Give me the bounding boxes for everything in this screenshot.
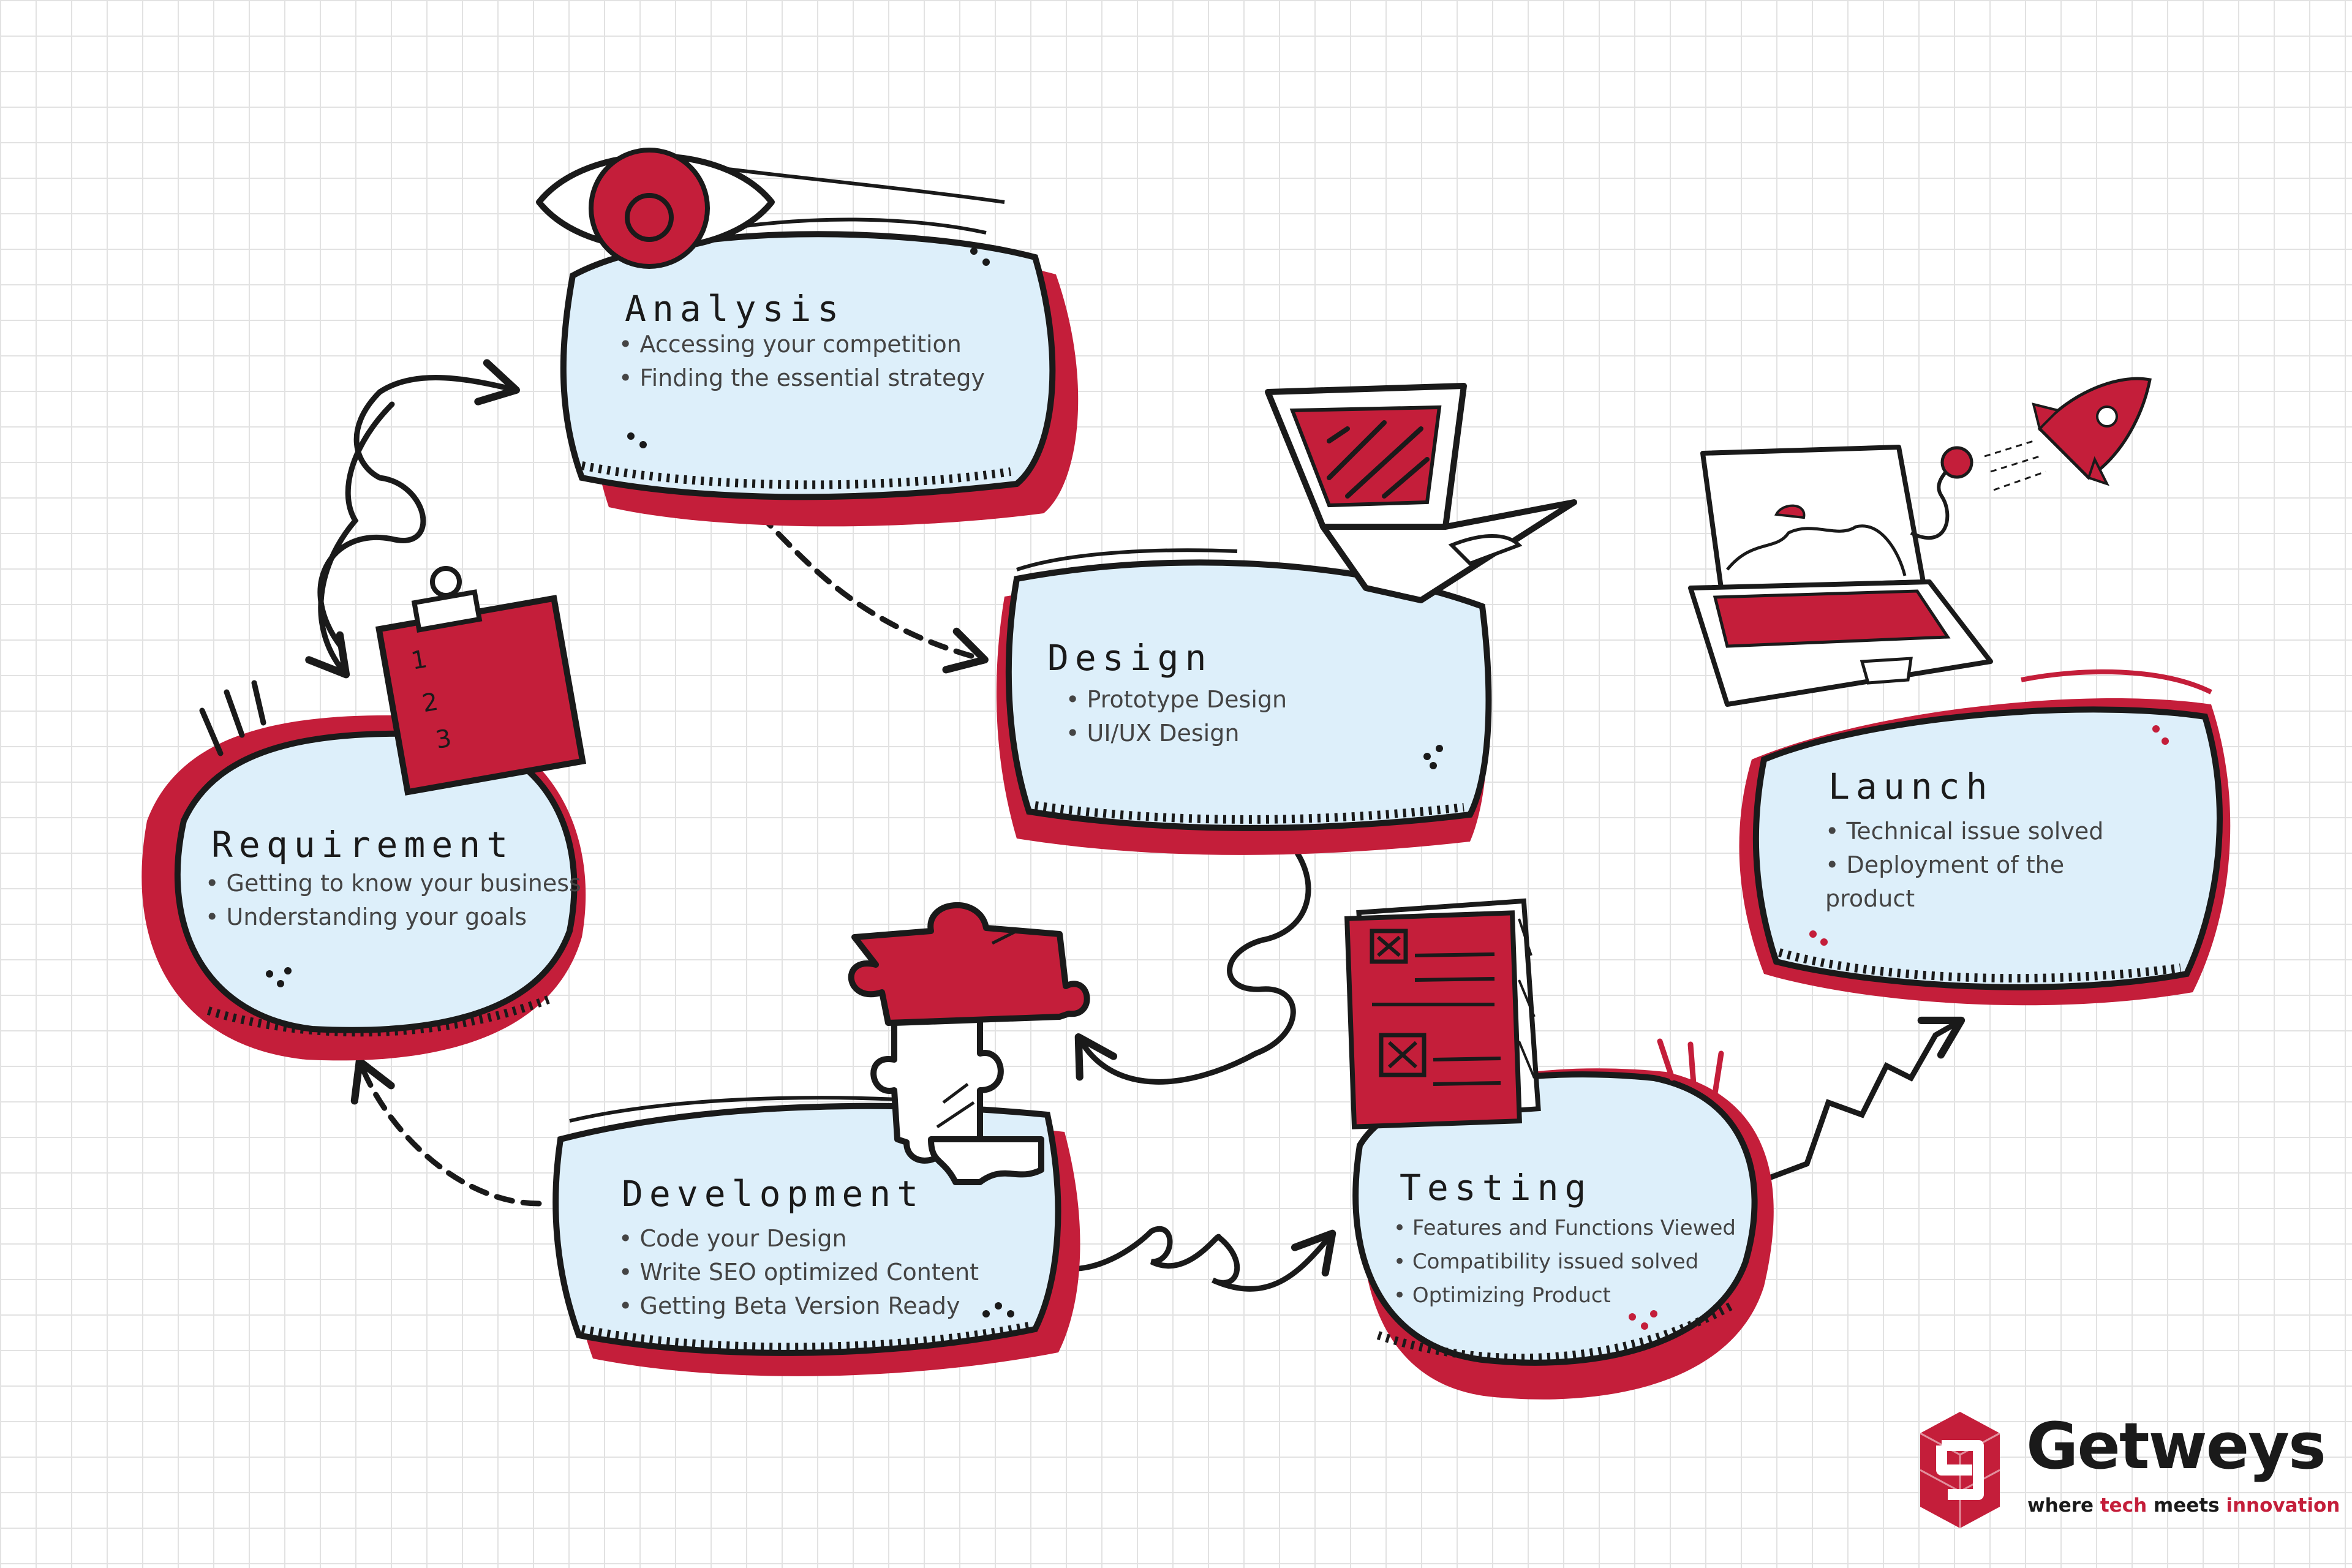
arrow-development-to-requirement (350, 1057, 542, 1207)
launch-bullet: Deployment of the product (1825, 848, 2144, 916)
tagline-part: meets (2147, 1494, 2226, 1517)
testing-title: Testing (1400, 1167, 1593, 1208)
eye-icon (536, 148, 1005, 269)
development-bullet: Write SEO optimized Content (619, 1256, 979, 1289)
rocket-laptop-icon (1688, 377, 2152, 707)
launch-bullet: Technical issue solved (1825, 815, 2144, 848)
requirement-bullet: Getting to know your business (205, 867, 581, 900)
arrow-development-to-testing (1057, 1226, 1336, 1292)
development-bullets: Code your Design Write SEO optimized Con… (619, 1222, 979, 1323)
launch-bubble (1739, 669, 2231, 1006)
development-title: Development (622, 1173, 925, 1215)
laptop-icon (1265, 383, 1577, 603)
arrow-design-to-development (1074, 839, 1311, 1085)
testing-bullet: Features and Functions Viewed (1393, 1212, 1736, 1245)
analysis-title: Analysis (625, 288, 845, 330)
launch-bullets: Technical issue solved Deployment of the… (1825, 815, 2144, 916)
tagline-accent: tech (2100, 1494, 2147, 1517)
launch-title: Launch (1828, 766, 1994, 807)
design-bullets: Prototype Design UI/UX Design (1066, 683, 1287, 750)
getweys-logo: Getweys where tech meets innovation (1914, 1409, 2340, 1531)
analysis-bullet: Finding the essential strategy (619, 361, 985, 395)
design-bullet: Prototype Design (1066, 683, 1287, 717)
checklist-icon (1344, 898, 1541, 1129)
arrow-analysis-to-requirement (305, 401, 395, 679)
analysis-bullet: Accessing your competition (619, 328, 985, 361)
brand-name: Getweys (2026, 1409, 2326, 1483)
arrow-analysis-to-design (756, 511, 989, 674)
clipboard-icon: 1 2 3 (375, 566, 587, 796)
analysis-bullets: Accessing your competition Finding the e… (619, 328, 985, 395)
design-bullet: UI/UX Design (1066, 717, 1287, 750)
testing-bullet: Compatibility issued solved (1393, 1245, 1736, 1279)
requirement-title: Requirement (211, 824, 514, 865)
requirement-bullets: Getting to know your business Understand… (205, 867, 581, 934)
requirement-bullet: Understanding your goals (205, 900, 581, 934)
tagline-accent: innovation (2226, 1494, 2340, 1517)
getweys-logo-icon (1920, 1412, 2000, 1528)
testing-bullet: Optimizing Product (1393, 1279, 1736, 1313)
arrow-testing-to-launch (1755, 1016, 1966, 1185)
testing-bullets: Features and Functions Viewed Compatibil… (1393, 1212, 1736, 1313)
puzzle-icon (848, 902, 1090, 1185)
connectors (305, 359, 1966, 1292)
development-bullet: Code your Design (619, 1222, 979, 1256)
brand-tagline: where tech meets innovation (2027, 1494, 2340, 1517)
development-bullet: Getting Beta Version Ready (619, 1289, 979, 1323)
tagline-part: where (2027, 1494, 2100, 1517)
design-title: Design (1047, 637, 1213, 679)
